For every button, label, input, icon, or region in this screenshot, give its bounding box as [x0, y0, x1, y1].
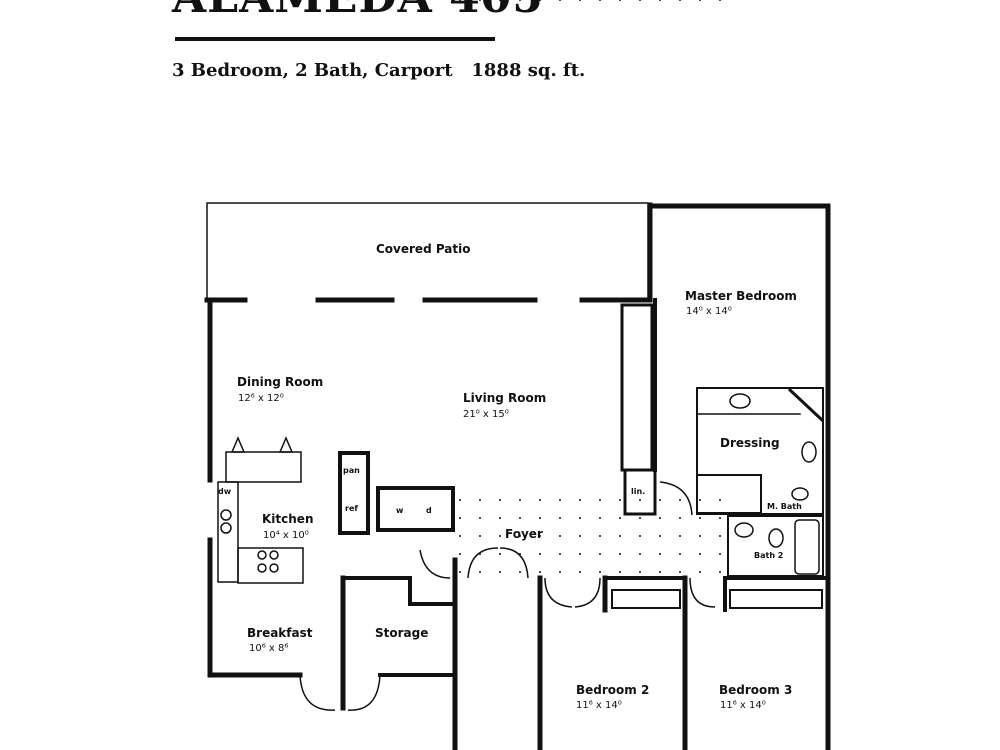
foyer-label: Foyer [505, 527, 543, 541]
plan-title: ALAMEDA 405 [172, 0, 544, 20]
dishwasher-label: dw [218, 487, 232, 496]
dining-room-label: Dining Room [237, 375, 323, 389]
bedroom-3-dims: 11⁶ x 14⁰ [720, 700, 766, 711]
fixtures [220, 393, 817, 573]
storage-label: Storage [375, 626, 428, 640]
refrigerator-label: ref [345, 504, 358, 513]
bedroom-3-label: Bedroom 3 [719, 683, 792, 697]
dryer-label: d [426, 506, 432, 515]
m-bath-label: M. Bath [767, 502, 802, 511]
bath-2-label: Bath 2 [754, 551, 783, 560]
title-underline [175, 37, 495, 41]
washer-label: w [396, 506, 404, 515]
kitchen-dims: 10⁴ x 10⁰ [263, 530, 309, 541]
breakfast-dims: 10⁶ x 8⁶ [249, 643, 288, 654]
dining-room-dims: 12⁶ x 12⁰ [238, 393, 284, 404]
linen-closet-label: lin. [631, 487, 645, 496]
master-bedroom-dims: 14⁰ x 14⁰ [686, 306, 732, 317]
bedroom-2-label: Bedroom 2 [576, 683, 649, 697]
kitchen-label: Kitchen [262, 512, 314, 526]
pantry-label: pan [343, 466, 360, 475]
plan-subtitle: 3 Bedroom, 2 Bath, Carport 1888 sq. ft. [172, 60, 586, 81]
bedroom-2-dims: 11⁶ x 14⁰ [576, 700, 622, 711]
dressing-label: Dressing [720, 436, 780, 450]
living-room-label: Living Room [463, 391, 546, 405]
breakfast-label: Breakfast [247, 626, 313, 640]
door-swings [299, 481, 716, 711]
covered-patio-label: Covered Patio [376, 242, 471, 256]
master-bedroom-label: Master Bedroom [685, 289, 797, 303]
living-room-dims: 21⁰ x 15⁰ [463, 409, 509, 420]
foyer-tile-pattern [459, 0, 721, 573]
exterior-walls [204, 202, 831, 750]
